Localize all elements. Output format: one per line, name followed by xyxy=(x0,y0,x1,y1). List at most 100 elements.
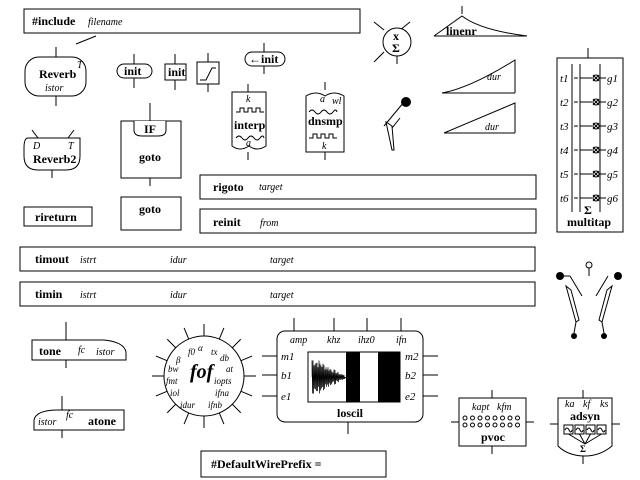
goto-label: goto xyxy=(139,202,161,216)
reverb-block[interactable]: Reverb istor T xyxy=(24,35,97,106)
adsyn-arg-3: ks xyxy=(600,399,608,410)
loscil-top-2: khz xyxy=(327,335,340,346)
adsyn-mix-line xyxy=(568,433,586,445)
reinit-block[interactable]: reinit from xyxy=(199,208,537,234)
reverb2-block[interactable]: D T Reverb2 xyxy=(23,129,81,178)
reverb-label: Reverb xyxy=(39,67,77,81)
timin-arg-3: target xyxy=(270,290,294,301)
atone-block[interactable]: istor fc atone xyxy=(33,396,125,438)
loscil-left-2: b1 xyxy=(281,370,292,382)
multitap-gain-1: g1 xyxy=(607,73,618,85)
tone-block[interactable]: tone fc istor xyxy=(31,322,127,368)
dur-ramp-block-1[interactable]: dur xyxy=(441,59,516,94)
loscil-right-1: m2 xyxy=(405,351,419,363)
init-pill-block[interactable]: init xyxy=(116,54,153,88)
loscil-right-2: b2 xyxy=(405,370,417,382)
fof-param-7: at xyxy=(226,364,234,374)
loscil-waveform xyxy=(311,360,347,394)
fof-spoke xyxy=(231,338,242,349)
fof-label: fof xyxy=(190,361,216,383)
pvoc-bin-dot xyxy=(507,422,513,428)
atone-arg-1: istor xyxy=(38,417,56,428)
multitap-gain-cross xyxy=(592,122,600,130)
adsyn-mix-line xyxy=(584,433,602,445)
adsyn-oscillator-wave xyxy=(575,427,584,433)
default-wire-prefix-block[interactable]: #DefaultWirePrefix = xyxy=(200,450,387,478)
timin-block[interactable]: timin istrt idur target xyxy=(19,281,536,307)
interp-bottom: a xyxy=(246,138,251,149)
rigoto-block[interactable]: rigoto target xyxy=(199,174,537,200)
pvoc-bin-dot xyxy=(515,422,520,428)
multitap-gain-cross xyxy=(592,74,600,82)
fof-spoke xyxy=(166,338,177,349)
reverb-t: T xyxy=(77,60,84,71)
interp-block[interactable]: k interp a xyxy=(231,84,267,160)
timout-block[interactable]: timout istrt idur target xyxy=(19,246,536,272)
include-arg: filename xyxy=(88,17,123,28)
tone-arg-2: istor xyxy=(96,347,114,358)
multitap-gain-cross xyxy=(592,170,600,178)
init-box-block[interactable]: init xyxy=(164,54,187,90)
loscil-top-3: ihz0 xyxy=(358,335,375,346)
rireturn-label: rireturn xyxy=(35,210,77,224)
multitap-gain-6: g6 xyxy=(607,193,619,205)
multitap-input-4: t4 xyxy=(560,145,569,157)
adsyn-oscillator-wave xyxy=(597,427,606,433)
step-block[interactable] xyxy=(196,53,220,92)
init-arrow-block[interactable]: ←init xyxy=(244,43,286,74)
dur-label-1: dur xyxy=(487,72,501,83)
pvoc-bin-dot xyxy=(515,415,520,421)
fof-spoke xyxy=(183,412,190,425)
rigoto-label: rigoto xyxy=(213,180,244,194)
dnsmp-block[interactable]: a wl dnsmp k xyxy=(305,82,345,160)
fof-param-2: α xyxy=(198,343,203,353)
fof-param-12: idur xyxy=(180,400,196,410)
goto-block[interactable]: goto xyxy=(120,196,182,231)
switch-icon[interactable] xyxy=(383,97,411,151)
reverb2-d: D xyxy=(32,141,41,152)
dnsmp-top2: wl xyxy=(332,96,342,107)
multitap-gain-2: g2 xyxy=(607,97,619,109)
fof-spoke xyxy=(240,355,253,362)
adsyn-block[interactable]: ka kf ks adsyn Σ xyxy=(550,390,620,464)
fof-param-13: ifnb xyxy=(208,400,223,410)
multitap-input-5: t5 xyxy=(560,169,569,181)
multitap-input-1: t1 xyxy=(560,73,569,85)
loscil-right-3: e2 xyxy=(405,391,416,403)
fof-spoke xyxy=(218,327,225,340)
rireturn-block[interactable]: rireturn xyxy=(23,206,93,227)
timout-arg-3: target xyxy=(270,255,294,266)
pvoc-bin-dot xyxy=(500,415,505,421)
timin-label: timin xyxy=(35,287,63,301)
multitap-label: multitap xyxy=(567,215,611,229)
pvoc-block[interactable]: kapt kfm pvoc xyxy=(451,390,534,454)
pvoc-label: pvoc xyxy=(481,430,506,444)
pvoc-bin-dot xyxy=(477,415,483,421)
fof-param-1: f0 xyxy=(188,347,196,357)
tone-label: tone xyxy=(39,344,62,358)
multitap-gain-4: g4 xyxy=(607,145,619,157)
if-goto-block[interactable]: IF goto xyxy=(120,103,182,186)
fof-param-3: β xyxy=(175,355,181,365)
include-block[interactable]: #include filename xyxy=(23,8,361,34)
dnsmp-top: a xyxy=(320,94,325,105)
multitap-gain-cross xyxy=(592,194,600,202)
double-switch-icon[interactable] xyxy=(556,261,622,339)
pvoc-bin-dot xyxy=(462,422,468,428)
pvoc-arg-2: kfm xyxy=(497,402,511,413)
atone-arg-2: fc xyxy=(66,410,74,421)
pvoc-bin-dot xyxy=(470,422,475,428)
init-pill-label: init xyxy=(124,64,141,78)
dnsmp-label: dnsmp xyxy=(308,114,343,128)
dur-ramp-block-2[interactable]: dur xyxy=(443,102,516,134)
linenr-block[interactable]: linenr xyxy=(433,6,528,38)
fof-param-10: iol xyxy=(170,388,180,398)
reinit-arg: from xyxy=(260,218,279,229)
loscil-left-1: m1 xyxy=(281,351,294,363)
fof-param-9: iopts xyxy=(214,376,232,386)
product-sum-block[interactable]: x Σ xyxy=(373,21,412,64)
